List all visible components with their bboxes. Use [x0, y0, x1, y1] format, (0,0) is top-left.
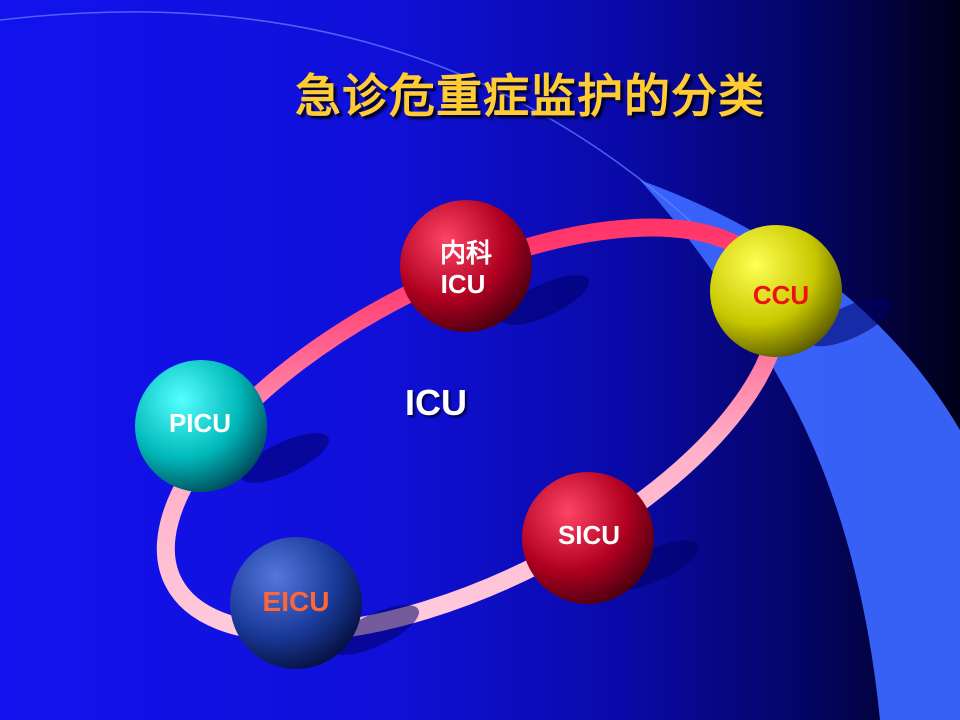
node-label-neike-line2: ICU — [440, 268, 486, 299]
background-swoosh — [640, 180, 960, 720]
node-picu — [135, 360, 267, 492]
background-arc-line — [0, 11, 701, 231]
node-label-picu: PICU — [168, 408, 232, 438]
node-label-eicu: EICU — [262, 586, 330, 617]
center-label: ICU — [405, 382, 467, 423]
node-eicu — [230, 537, 362, 669]
node-neike-icu — [400, 200, 532, 332]
node-ccu — [710, 225, 842, 357]
node-label-neike: 内科 ICU — [426, 239, 506, 300]
node-sicu — [522, 472, 654, 604]
node-label-sicu: SICU — [557, 520, 621, 550]
node-label-neike-line1: 内科 — [439, 239, 492, 269]
node-label-ccu: CCU — [752, 280, 810, 310]
slide-title: 急诊危重症监护的分类 — [295, 69, 765, 123]
